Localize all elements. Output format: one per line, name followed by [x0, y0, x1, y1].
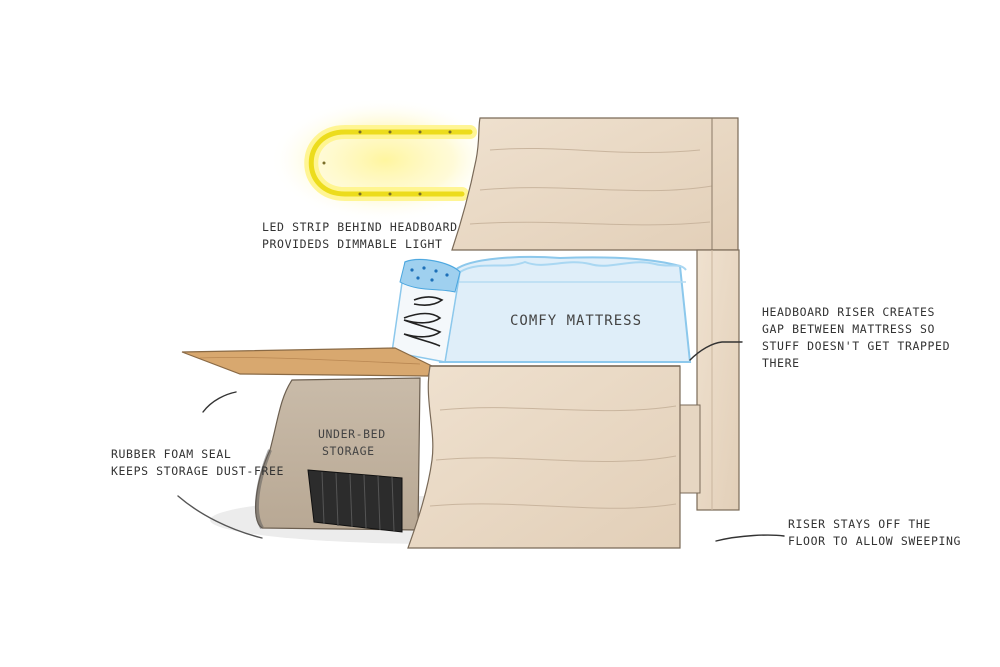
headboard [452, 118, 738, 250]
seal-arrow [203, 392, 236, 412]
seal-annotation-line-2: KEEPS STORAGE DUST-FREE [111, 463, 284, 480]
floor-arrow [716, 535, 784, 541]
riser-annotation-line-1: HEADBOARD RISER CREATES [762, 304, 950, 321]
floor-annotation-line-2: FLOOR TO ALLOW SWEEPING [788, 533, 961, 550]
led-annotation-line-2: PROVIDEDS DIMMABLE LIGHT [262, 236, 458, 253]
led-annotation: LED STRIP BEHIND HEADBOARD PROVIDEDS DIM… [262, 219, 458, 253]
riser-annotation-line-4: THERE [762, 355, 950, 372]
storage-label: UNDER-BED STORAGE [318, 426, 386, 460]
riser-annotation: HEADBOARD RISER CREATES GAP BETWEEN MATT… [762, 304, 950, 372]
headboard-riser [678, 250, 739, 510]
mattress-label: COMFY MATTRESS [510, 313, 642, 329]
storage-box [308, 470, 402, 532]
storage-label-line-1: UNDER-BED [318, 426, 386, 443]
riser-annotation-line-3: STUFF DOESN'T GET TRAPPED [762, 338, 950, 355]
floor-annotation: RISER STAYS OFF THE FLOOR TO ALLOW SWEEP… [788, 516, 961, 550]
storage-lid [182, 348, 432, 376]
led-annotation-line-1: LED STRIP BEHIND HEADBOARD [262, 219, 458, 236]
floor-annotation-line-1: RISER STAYS OFF THE [788, 516, 961, 533]
mattress [392, 257, 690, 362]
seal-annotation: RUBBER FOAM SEAL KEEPS STORAGE DUST-FREE [111, 446, 284, 480]
bed-base [408, 366, 680, 548]
storage-label-line-2: STORAGE [318, 443, 386, 460]
riser-annotation-line-2: GAP BETWEEN MATTRESS SO [762, 321, 950, 338]
seal-annotation-line-1: RUBBER FOAM SEAL [111, 446, 284, 463]
